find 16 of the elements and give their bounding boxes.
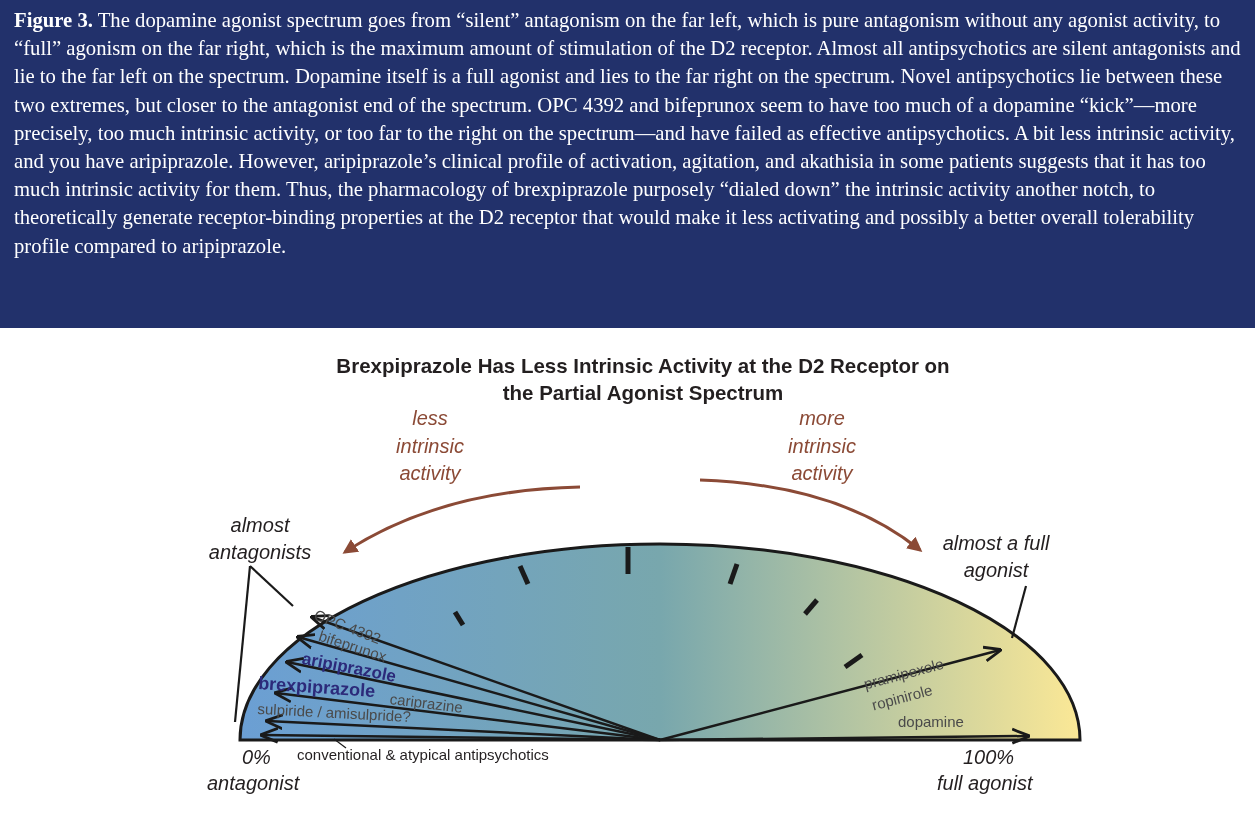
figure-caption: Figure 3. The dopamine agonist spectrum goes from “silent” antagonism on the far left, which is pure antagonism without any agonist activity, to “full” agonism on the far right, which is the maximum amount of stimulation of the D2 receptor. Almost all antipsychotics are silent antagonists and lie to the far left on the spectrum. Dopamine itself is a full agonist and lies to the far right on the spectrum. Novel antipsychotics lie between these two extremes, but closer to the antagonist end of the spectrum. OPC 4392 and bifeprunox seem to have too much of a dopamine “kick”—more precisely, too much intrinsic activity, or too far to the right on the spectrum—and have failed as effective antipsychotics. A bit less intrinsic activity, and you have aripiprazole. However, aripiprazole’s clinical profile of activation, agitation, and akathisia in some patients suggests that it has too much intrinsic activity for them. Thus, the pharmacology of brexpiprazole purposely “dialed down” the intrinsic activity another notch, to theoretically generate receptor-binding properties at the D2 receptor that would make it less activating and possibly a better overall tolerability profile compared to aripiprazole. (14, 8, 1242, 260)
leader-line (233, 565, 252, 723)
annotation-text: almost a full agonist (930, 530, 1062, 584)
annotation-text: almost antagonists (200, 512, 320, 566)
scale-end-label: antagonist (207, 772, 300, 795)
scale-end-label: 0% (242, 746, 271, 769)
drug-label: dopamine (898, 713, 964, 730)
leader-line (333, 738, 347, 749)
scale-end-label: full agonist (937, 772, 1033, 795)
leader-line (249, 565, 294, 607)
leader-line (1010, 585, 1028, 639)
axis-note: more intrinsic activity (787, 406, 857, 486)
axis-note: less intrinsic activity (395, 406, 465, 486)
scale-end-label: 100% (963, 746, 1015, 769)
annotation-text: conventional & atypical antipsychotics (297, 746, 549, 763)
diagram-title: Brexpiprazole Has Less Intrinsic Activity at the D2 Receptor on the Partial Agonist Spectrum (335, 353, 951, 406)
